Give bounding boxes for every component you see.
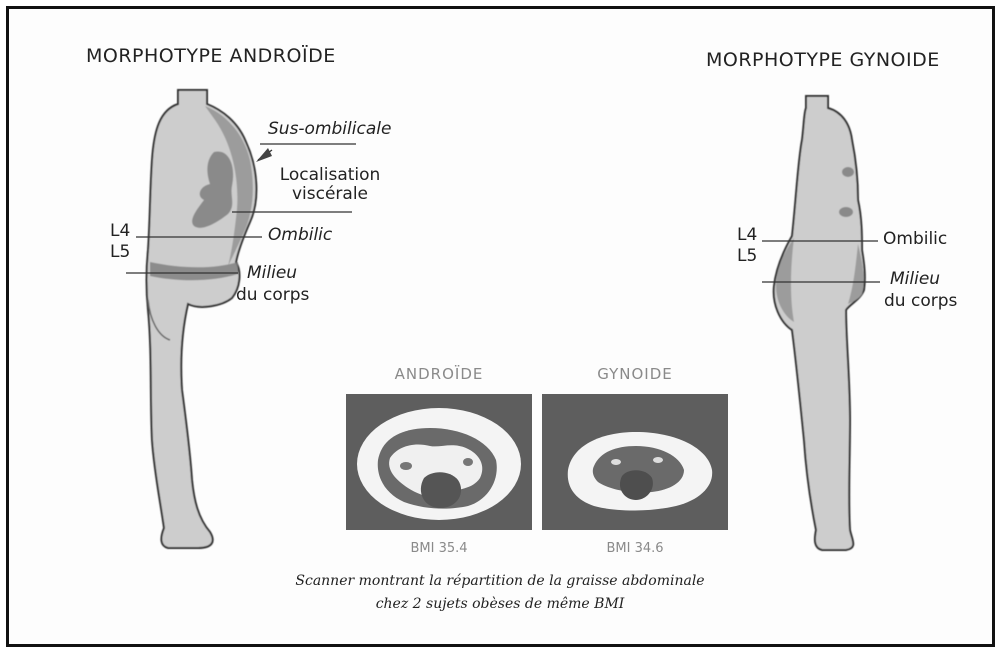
android-bmi: BMI 35.4 — [346, 542, 532, 556]
label-ombilic-right: Ombilic — [883, 230, 947, 249]
android-ct-scan — [346, 394, 532, 530]
caption-line-2: chez 2 sujets obèses de même BMI — [250, 597, 750, 612]
label-l5-left: L5 — [110, 243, 130, 262]
gynoid-ct-scan — [542, 394, 728, 530]
gynoid-title: MORPHOTYPE GYNOIDE — [706, 50, 940, 71]
label-l5-right: L5 — [737, 247, 757, 266]
label-l4-left: L4 — [110, 222, 130, 241]
android-body-silhouette — [147, 90, 257, 548]
label-milieu-left: Milieu — [247, 264, 297, 283]
label-sus-ombilicale: Sus-ombilicale — [268, 120, 391, 139]
label-l4-right: L4 — [737, 226, 757, 245]
gynoid-bmi: BMI 34.6 — [542, 542, 728, 556]
label-localisation-line2: viscérale — [270, 185, 390, 204]
label-localisation-line1: Localisation — [270, 166, 390, 185]
android-title: MORPHOTYPE ANDROÏDE — [86, 46, 336, 67]
android-scan-label: ANDROÏDE — [346, 366, 532, 383]
label-du-corps-left: du corps — [236, 286, 309, 305]
label-localisation-visceral: Localisation viscérale — [270, 166, 390, 203]
caption-line-1: Scanner montrant la répartition de la gr… — [250, 574, 750, 589]
gynoid-body-silhouette — [774, 96, 865, 550]
label-ombilic-left: Ombilic — [268, 226, 332, 245]
gynoid-scan-label: GYNOIDE — [542, 366, 728, 383]
label-du-corps-right: du corps — [884, 292, 957, 311]
label-milieu-right: Milieu — [890, 270, 940, 289]
